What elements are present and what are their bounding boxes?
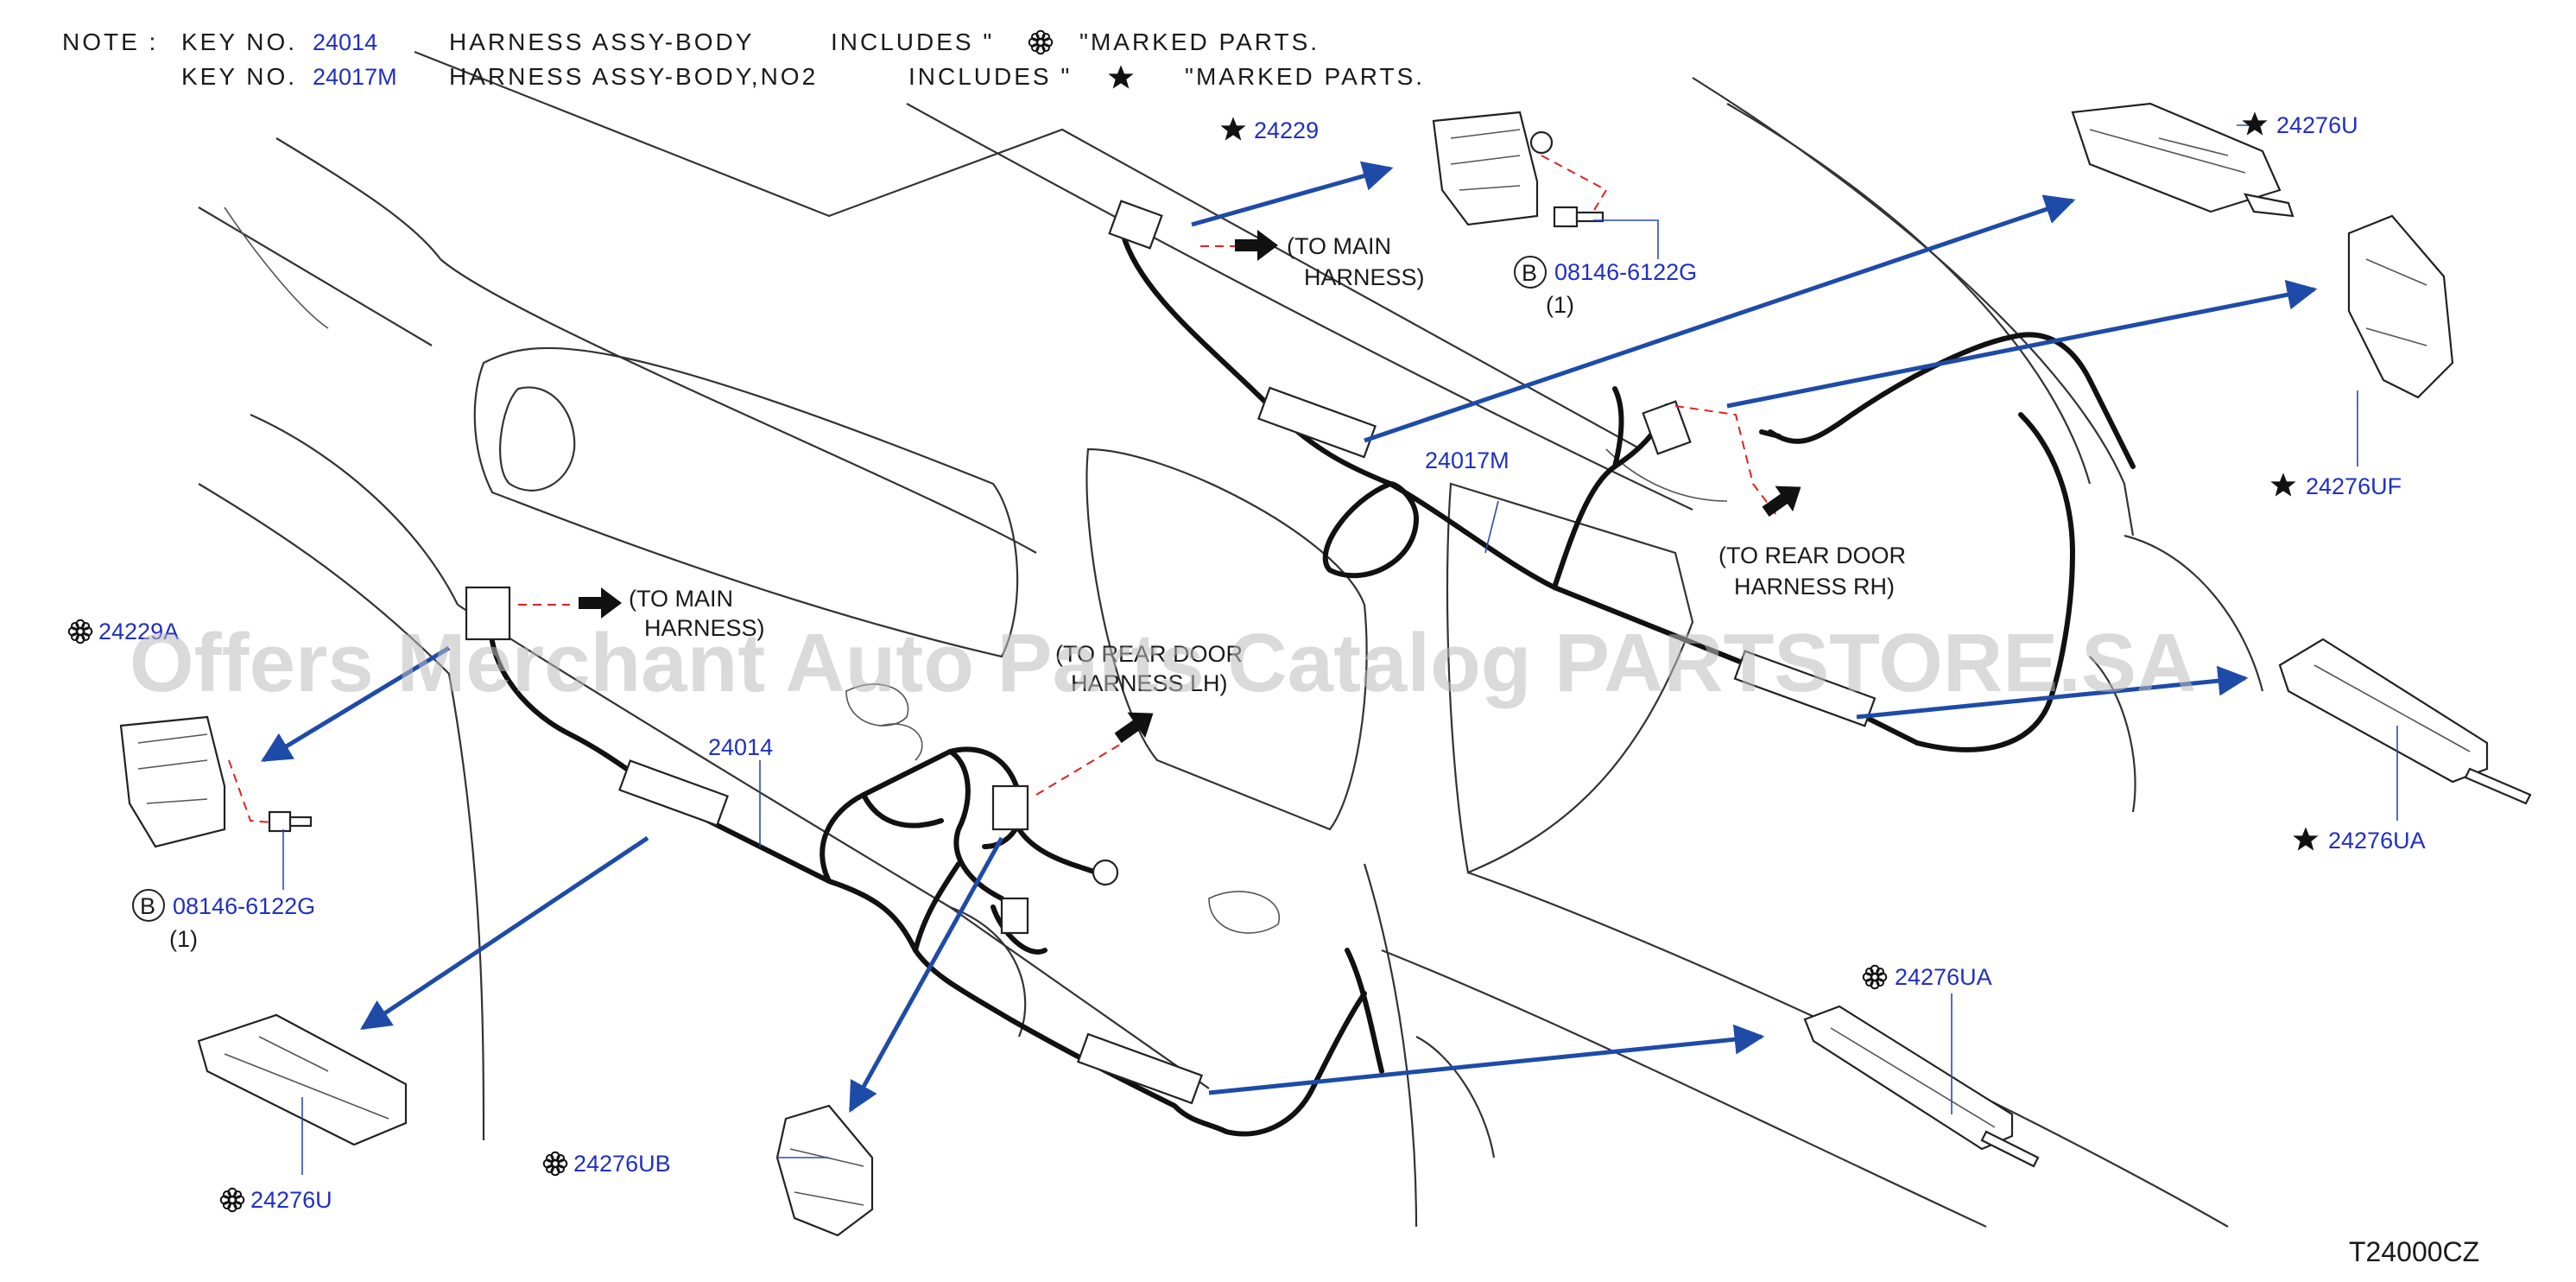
part-24017m: 24017M [1425,447,1510,473]
part-24229a-module [119,715,226,848]
part-24276u-top [2071,102,2294,218]
label-to-main-top-b: HARNESS) [1304,264,1425,290]
part-24276ua-bottom [1803,1005,2040,1168]
part-24276ub [775,1104,874,1237]
note-line1-marked: "MARKED PARTS. [1079,29,1320,55]
blue-pointer-arrows [261,161,2318,1114]
flower-24276ua-icon [1862,964,1888,990]
bolt-badge-left-letter: B [140,893,155,919]
bolt-badge-top-letter: B [1522,260,1537,286]
to-main-harness-arrow-left [579,587,622,619]
label-to-rear-lh-b: HARNESS LH) [1071,670,1228,696]
dashed-connection-lines [228,155,1780,823]
to-main-harness-arrow-top [1235,230,1278,261]
part-24276u-top: 24276U [2276,112,2358,138]
part-24229: 24229 [1254,117,1319,143]
part-24276ua-bottom: 24276UA [1895,964,1992,990]
note-line2-includes: INCLUDES " [908,63,1072,90]
star-24276uf-icon [2270,473,2296,497]
flower-24276ub-icon [542,1151,568,1177]
bolt-left [268,810,313,833]
label-to-main-left: (TO MAIN [629,586,733,612]
bolt-badge-top [1514,256,1547,289]
flower-24229a-icon [67,619,93,644]
star-24229-icon [1220,117,1246,141]
part-24276u-bottom: 24276U [250,1187,332,1213]
vehicle-body-outline [198,50,2264,1228]
part-24276uf: 24276UF [2306,473,2402,499]
note-label: NOTE : [62,29,158,55]
part-24229-module [1432,111,1554,226]
note-line1-key: KEY NO. [181,29,297,55]
note-line2-key: KEY NO. [181,63,297,90]
star-mark-icon [1108,65,1134,89]
flower-mark-icon [1028,29,1054,55]
part-24276u-bottom [197,1013,408,1146]
note-line2-marked: "MARKED PARTS. [1185,63,1425,90]
note-line2-name: HARNESS ASSY-BODY,NO2 [449,63,818,90]
bolt-badge-left [132,889,165,922]
bolt-left-qty: (1) [169,926,198,952]
note-line1-number: 24014 [313,29,377,55]
bolt-top [1553,206,1604,228]
bolt-top-qty: (1) [1546,292,1574,318]
callout-leaders [282,124,2398,1175]
note-line1-name: HARNESS ASSY-BODY [449,29,754,55]
part-24276uf [2347,214,2454,399]
watermark: Offers Merchant Auto Parts Catalog PARTS… [130,617,2196,709]
label-to-main-left-b: HARNESS) [644,615,765,641]
note-line1-includes: INCLUDES " [831,29,994,55]
harness-connectors [465,200,1877,1105]
part-24276ua-right [2278,638,2532,805]
part-24276ub: 24276UB [573,1151,671,1177]
flower-24276u-icon [219,1187,245,1213]
part-24276ua-right: 24276UA [2328,828,2426,854]
note-header: NOTE : KEY NO. 24014 HARNESS ASSY-BODY I… [62,29,1425,90]
star-24276u-icon [2242,111,2268,136]
label-to-rear-lh: (TO REAR DOOR [1055,641,1243,667]
label-to-rear-rh: (TO REAR DOOR [1718,543,1906,568]
star-24276ua-icon [2293,827,2319,851]
label-to-rear-rh-b: HARNESS RH) [1734,574,1895,600]
note-line2-number: 24017M [313,64,397,90]
label-to-main-top: (TO MAIN [1287,233,1391,259]
part-24014: 24014 [708,734,773,760]
connection-labels: (TO MAIN HARNESS) (TO MAIN HARNESS) (TO … [629,233,1906,696]
bolt-top-number: 08146-6122G [1554,259,1697,285]
diagram-code: T24000CZ [2349,1236,2479,1267]
part-callouts: 24229 24276U 24276UF 24276UA 24276UA 240… [67,111,2426,1213]
bolt-left-number: 08146-6122G [173,893,315,919]
part-24229a: 24229A [98,619,179,644]
